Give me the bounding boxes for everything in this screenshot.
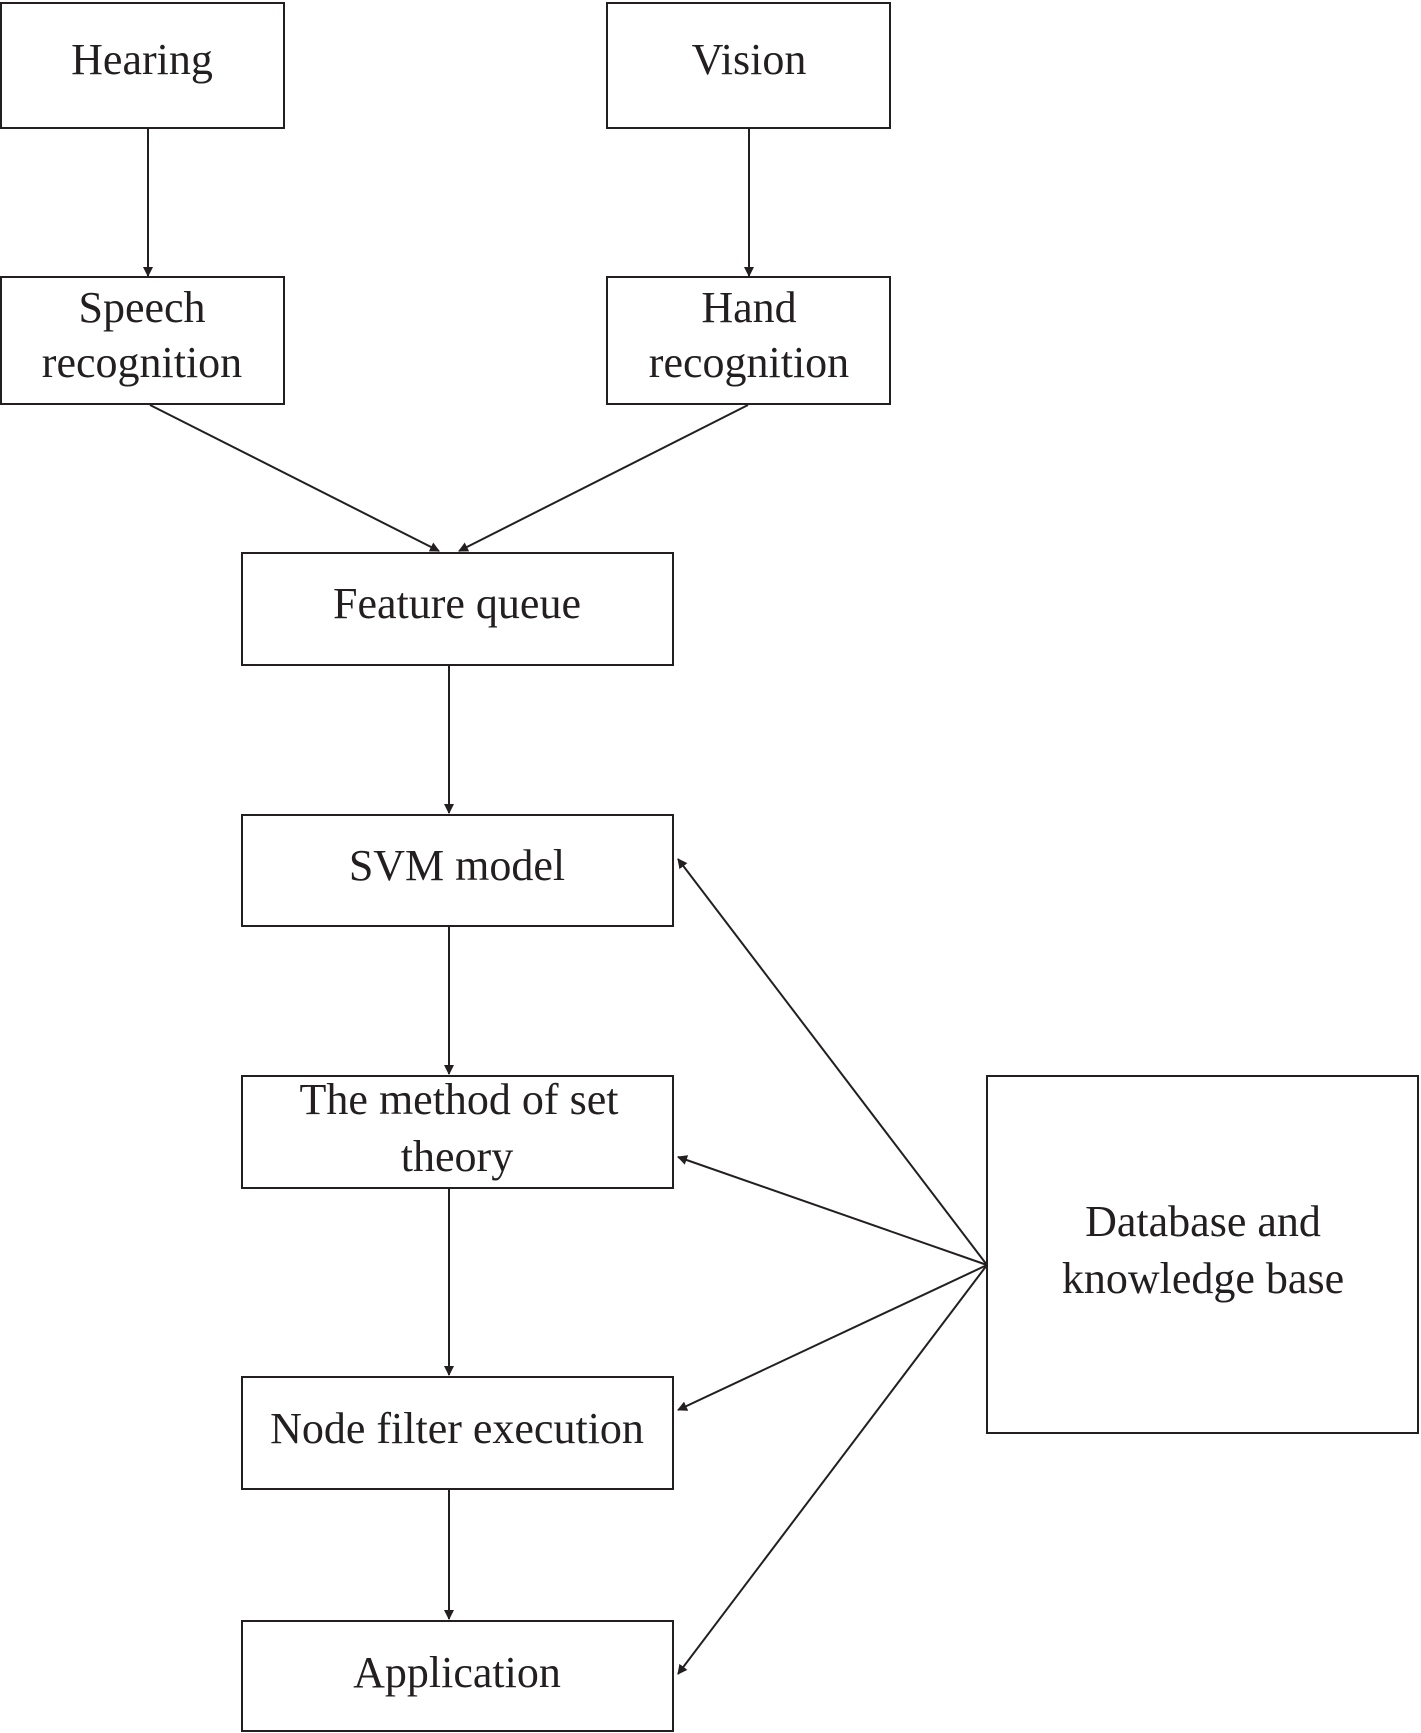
node-svm-model: SVM model [241, 814, 674, 927]
node-speech-label-line2: recognition [42, 338, 242, 387]
node-application-label: Application [353, 1648, 561, 1697]
edge-database-to-settheory [677, 1155, 988, 1266]
node-svm-label: SVM model [349, 841, 565, 890]
node-database-label-line1: Database and [1085, 1197, 1321, 1246]
node-application: Application [241, 1620, 674, 1732]
node-speech-recognition: Speech recognition [0, 276, 285, 405]
node-nodefilter-label: Node filter execution [270, 1404, 644, 1453]
node-vision: Vision [606, 2, 891, 129]
node-set-theory: The method of set theory [241, 1075, 674, 1189]
node-database-label-line2: knowledge base [1062, 1254, 1344, 1303]
edge-database-to-nodefilter [677, 1264, 988, 1411]
node-vision-label: Vision [692, 35, 807, 84]
node-hand-label-line1: Hand [701, 283, 796, 332]
node-hearing-label: Hearing [71, 35, 213, 84]
node-settheory-label-line1: The method of set [300, 1075, 619, 1124]
node-hearing: Hearing [0, 2, 285, 129]
edge-database-to-application [677, 1264, 988, 1675]
node-speech-label-line1: Speech [78, 283, 205, 332]
node-node-filter-execution: Node filter execution [241, 1376, 674, 1490]
edge-speech-to-feature [149, 404, 440, 552]
node-settheory-label-line2: theory [401, 1132, 513, 1181]
edge-database-to-svm [677, 858, 988, 1266]
edge-hand-to-feature [458, 404, 749, 552]
node-feature-label: Feature queue [333, 579, 581, 628]
node-hand-label-line2: recognition [649, 338, 849, 387]
edges-layer [143, 129, 988, 1675]
node-hand-recognition: Hand recognition [606, 276, 891, 405]
node-feature-queue: Feature queue [241, 552, 674, 666]
node-database-knowledge-base: Database and knowledge base [986, 1075, 1419, 1434]
